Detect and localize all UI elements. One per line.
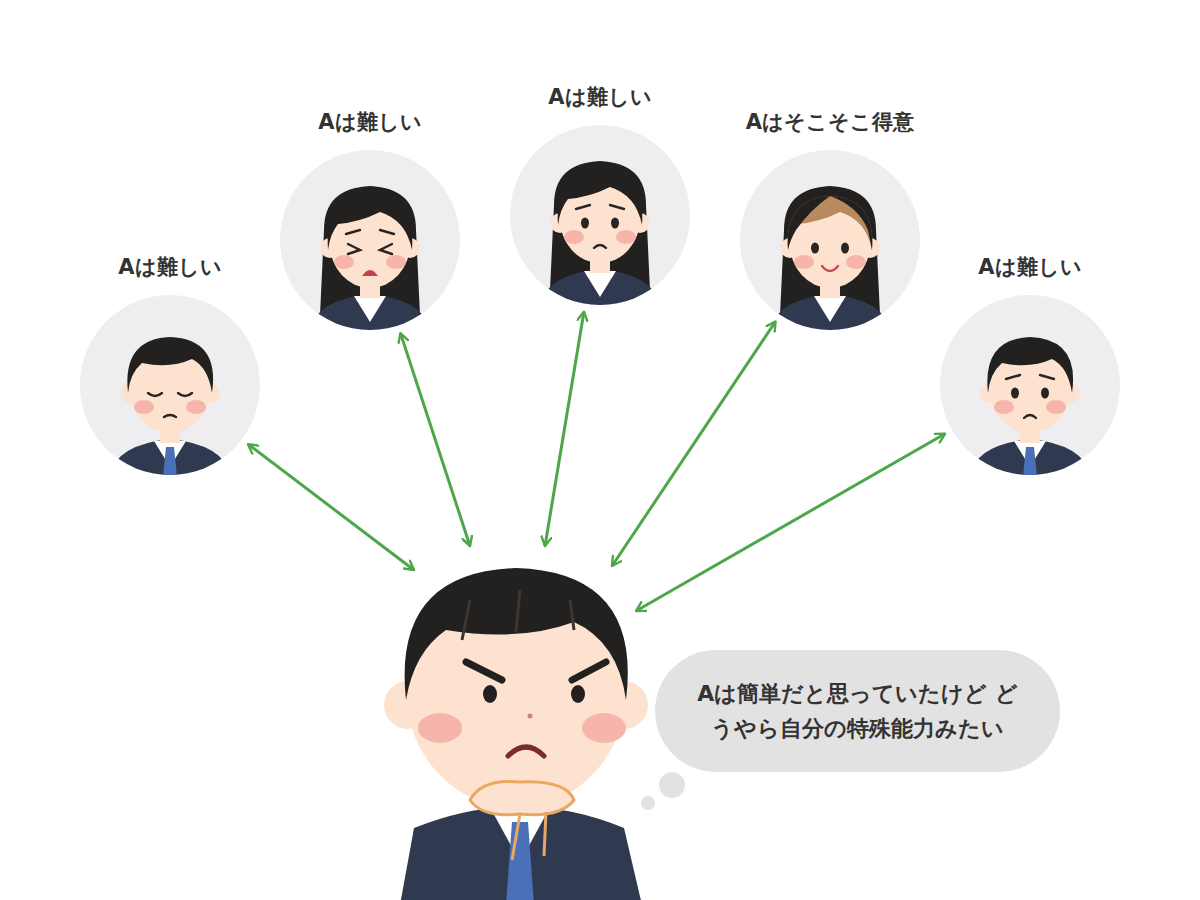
avatar-caption: Aは難しい [314, 107, 425, 138]
avatar-caption: Aは難しい [974, 252, 1085, 283]
avatar-picture [80, 295, 260, 475]
avatar-node: Aは難しい [480, 82, 720, 305]
avatar-node: Aは難しい [910, 252, 1150, 475]
avatar-circle [280, 150, 460, 330]
avatar-figure [540, 161, 660, 305]
avatar-figure [770, 186, 890, 330]
thinking-man-picture [395, 560, 645, 900]
double-arrow [612, 321, 776, 566]
avatar-caption: Aはそこそこ得意 [742, 107, 918, 138]
double-arrow [400, 333, 470, 546]
thinking-man-node: Aは簡単だと思っていたけど どうやら自分の特殊能力みたい [395, 560, 645, 900]
avatar-node: Aは難しい [50, 252, 290, 475]
thought-text: Aは簡単だと思っていたけど どうやら自分の特殊能力みたい [697, 676, 1018, 746]
avatar-node: Aはそこそこ得意 [710, 107, 950, 330]
avatar-caption: Aは難しい [544, 82, 655, 113]
avatar-node: Aは難しい [250, 107, 490, 330]
thought-bubble: Aは簡単だと思っていたけど どうやら自分の特殊能力みたい [655, 650, 1060, 772]
avatar-picture [740, 150, 920, 330]
avatar-figure [970, 337, 1090, 475]
double-arrow [248, 444, 414, 570]
thinking-man [384, 568, 685, 900]
avatar-ground [740, 150, 920, 330]
double-arrow [636, 434, 945, 611]
avatar-circle [510, 125, 690, 305]
avatar-circle [740, 150, 920, 330]
avatar-ground [280, 150, 460, 330]
avatar-circle [80, 295, 260, 475]
avatar-picture [940, 295, 1120, 475]
double-arrow [545, 312, 584, 546]
avatar-caption: Aは難しい [114, 252, 225, 283]
avatar-picture [510, 125, 690, 305]
avatar-circle [940, 295, 1120, 475]
avatar-ground [510, 125, 690, 305]
avatar-figure [110, 337, 230, 475]
avatar-picture [280, 150, 460, 330]
avatar-figure [310, 186, 430, 330]
